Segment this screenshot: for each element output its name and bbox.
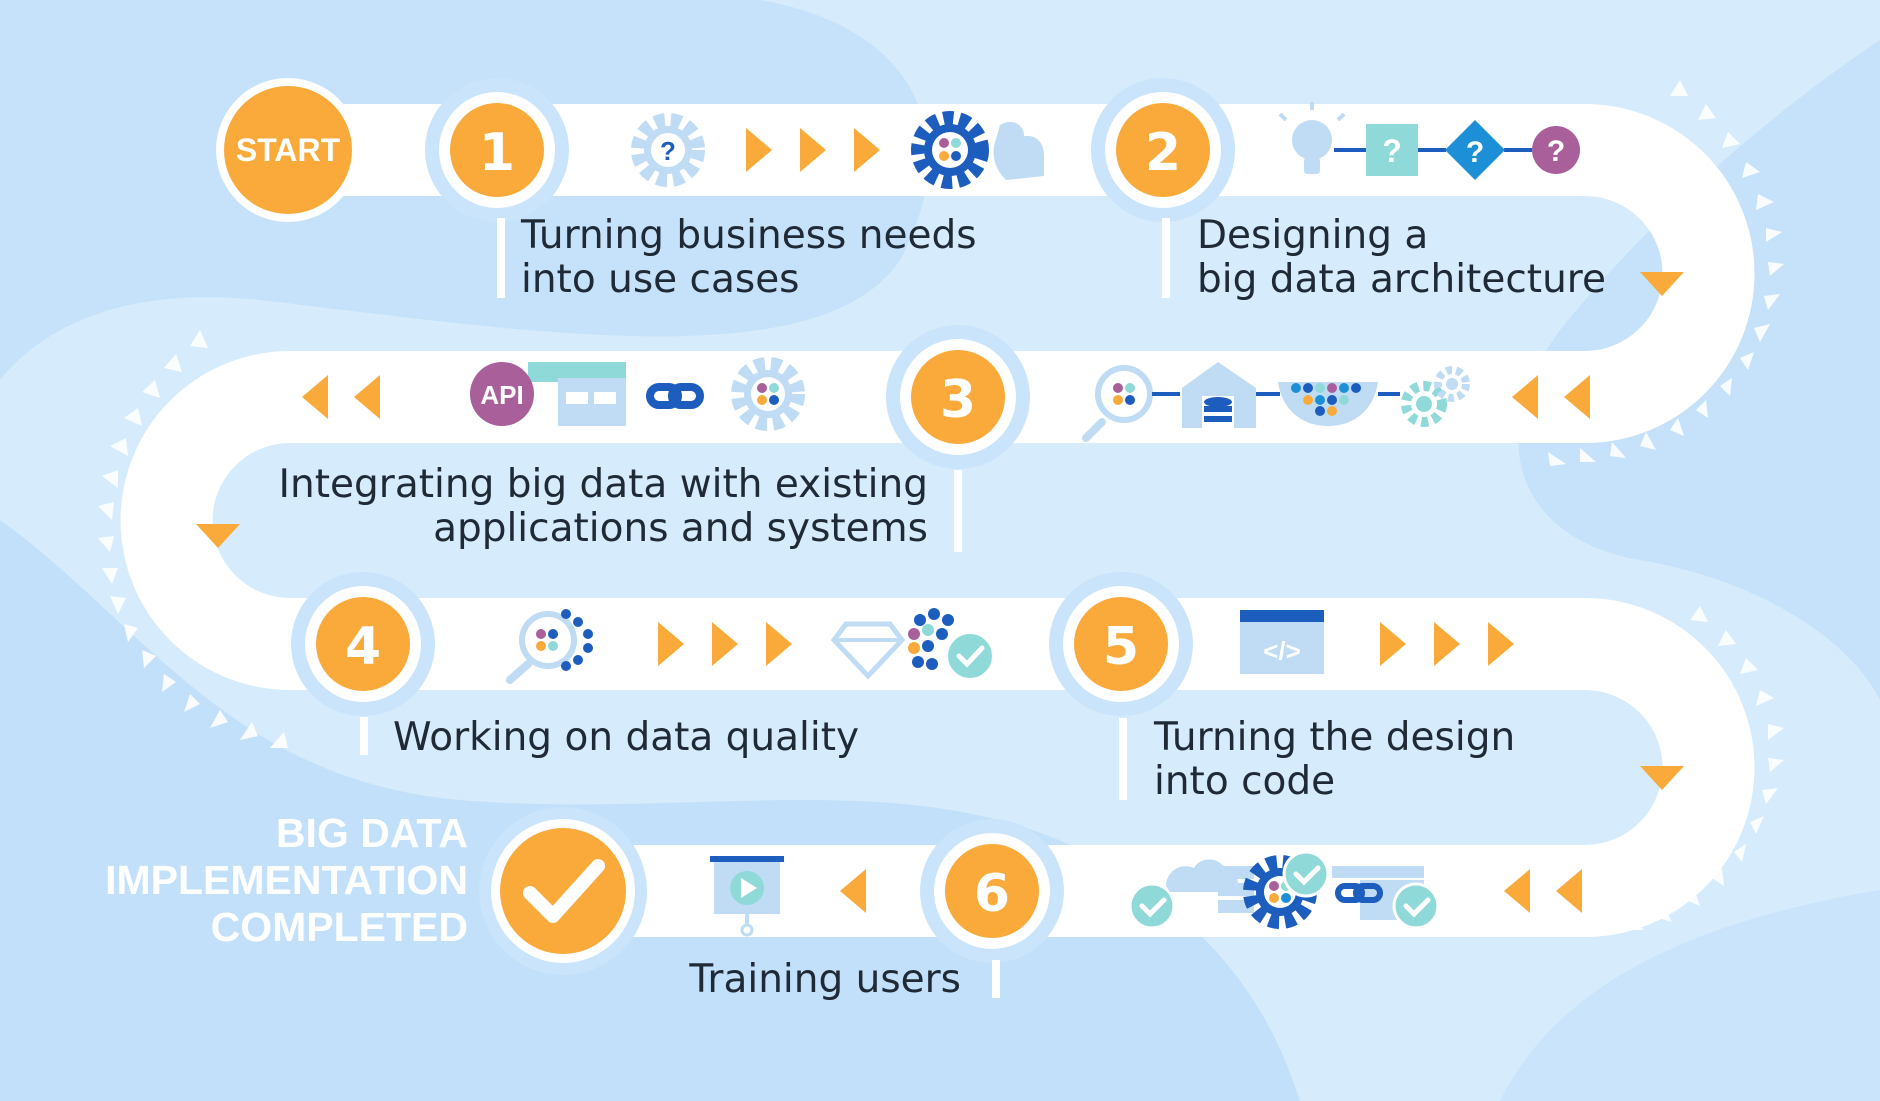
step-badge-3: 3 xyxy=(886,325,1030,469)
step-1-label: Turning business needs into use cases xyxy=(521,214,977,302)
triangle-decoration-left xyxy=(98,330,288,748)
completion-marker xyxy=(479,807,647,975)
step-number: 4 xyxy=(345,617,381,677)
step-badge-1: 1 xyxy=(425,78,569,222)
step-number: 3 xyxy=(940,370,976,430)
bowl-dots-icon xyxy=(1278,382,1400,426)
step-number: 6 xyxy=(974,864,1010,924)
step-1-label-line1: Turning business needs xyxy=(521,213,977,258)
step-3-label-line2: applications and systems xyxy=(433,506,928,551)
direction-arrows-step1 xyxy=(746,128,880,172)
step-3-label-line1: Integrating big data with existing xyxy=(278,462,928,507)
step-3-label: Integrating big data with existing appli… xyxy=(279,463,928,551)
direction-arrows-step5 xyxy=(1380,622,1514,666)
link-window-icon xyxy=(1332,866,1440,930)
completion-title-line2: IMPLEMENTATION xyxy=(105,857,468,903)
icon-code-text: </> xyxy=(1263,636,1301,666)
step-number: 2 xyxy=(1145,123,1181,183)
gear-question-icon: ? xyxy=(631,113,705,187)
square-question-icon: ? xyxy=(1366,124,1418,176)
triangle-decoration-right-top xyxy=(1548,80,1784,466)
gear-dots-icon xyxy=(731,357,805,431)
icon-question-text: ? xyxy=(660,136,676,166)
step-4-label-line1: Working on data quality xyxy=(393,715,860,760)
magnifier-dots-icon xyxy=(506,609,593,684)
icon-question-text: ? xyxy=(1382,133,1402,169)
completion-title: BIG DATA IMPLEMENTATION COMPLETED xyxy=(70,810,468,951)
step-5-label: Turning the design into code xyxy=(1154,716,1515,804)
gears-icon xyxy=(1401,366,1470,427)
step-5-label-line1: Turning the design xyxy=(1154,715,1516,760)
code-window-icon: </> xyxy=(1240,610,1324,674)
label-markers xyxy=(360,218,1170,998)
step-5-label-line2: into code xyxy=(1154,759,1336,804)
gear-hand-icon xyxy=(911,111,1044,189)
step-2-label-line2: big data architecture xyxy=(1197,257,1606,302)
down-arrows xyxy=(196,272,1684,790)
lightbulb-icon xyxy=(1278,102,1346,174)
circle-question-icon: ? xyxy=(1532,126,1580,174)
icon-api-text: API xyxy=(480,380,523,410)
step-6-label-line1: Training users xyxy=(689,957,961,1002)
presentation-video-icon xyxy=(710,856,784,937)
warehouse-database-icon xyxy=(1182,362,1280,428)
step-1-label-line2: into use cases xyxy=(521,257,800,302)
diamond-question-icon: ? xyxy=(1445,120,1505,180)
start-marker: START xyxy=(216,78,360,222)
step-2-label-line1: Designing a xyxy=(1197,213,1429,258)
gem-icon xyxy=(830,608,996,682)
gear-check-icon xyxy=(1243,850,1330,929)
completion-title-line3: COMPLETED xyxy=(210,904,468,950)
completion-title-line1: BIG DATA xyxy=(275,810,468,856)
step-4-label: Working on data quality xyxy=(393,716,859,760)
step-6-label: Training users xyxy=(689,958,961,1002)
step-badge-5: 5 xyxy=(1049,572,1193,716)
step-badge-6: 6 xyxy=(920,819,1064,963)
step-2-label: Designing a big data architecture xyxy=(1197,214,1606,302)
direction-arrows-row4-right xyxy=(1504,869,1582,913)
triangle-decoration-right-bottom xyxy=(1628,606,1784,930)
direction-arrows-row2-left xyxy=(302,375,380,419)
api-icon: API xyxy=(470,362,626,426)
link-icon xyxy=(646,383,704,409)
step-number: 5 xyxy=(1103,617,1139,677)
roadmap-path xyxy=(120,104,1755,937)
direction-arrows-step4 xyxy=(658,622,792,666)
direction-arrows-row2-right xyxy=(1512,375,1590,419)
step-number: 1 xyxy=(479,123,515,183)
check-icon xyxy=(523,859,605,923)
step-badge-4: 4 xyxy=(291,572,435,716)
start-label: START xyxy=(236,132,341,168)
direction-arrow-row4-left xyxy=(840,869,866,913)
background-blob xyxy=(1500,890,1880,1101)
icon-question-text: ? xyxy=(1547,135,1565,168)
step-badge-2: 2 xyxy=(1091,78,1235,222)
icon-question-text: ? xyxy=(1466,136,1484,169)
magnifier-dots-icon xyxy=(1082,365,1180,442)
